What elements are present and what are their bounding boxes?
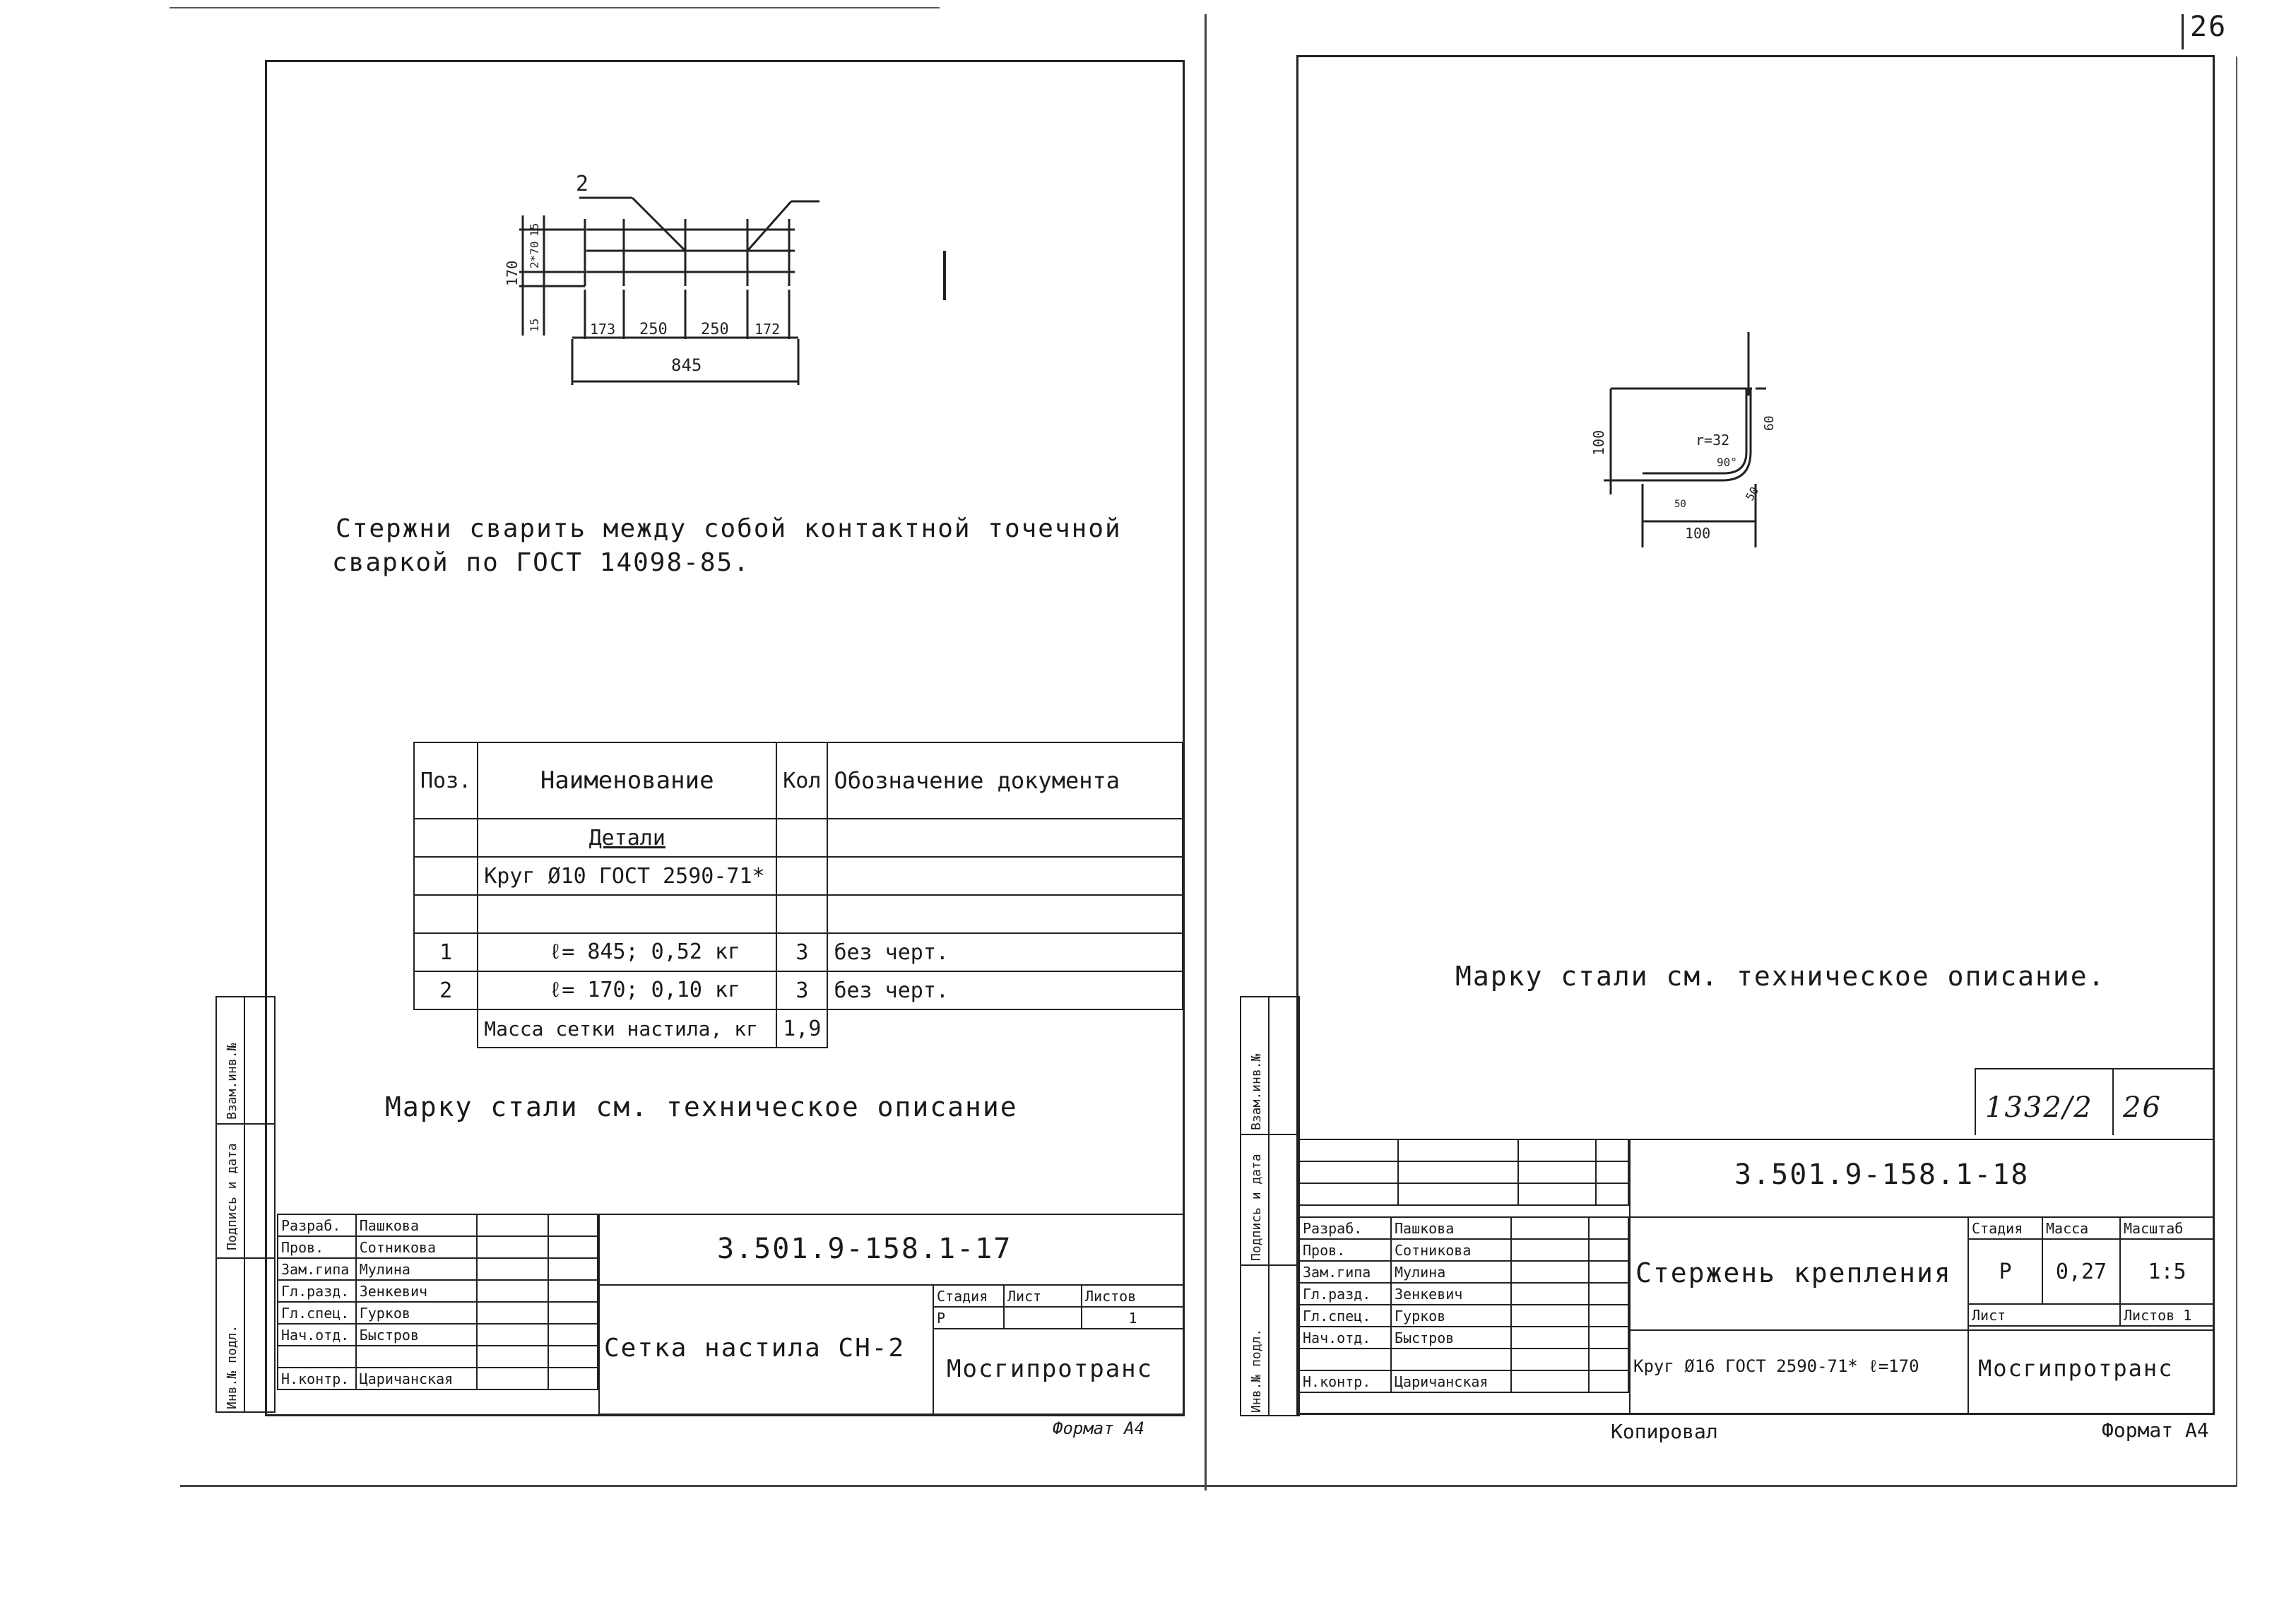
dim-left-2x70: 2*70 [528,241,541,268]
dim-left-170: 170 [504,261,521,286]
bar-drawing: 100 60 r=32 90° 50 100 50 [1590,332,1777,547]
right-stamp-right [1629,1139,2215,1415]
page-number-bar [2182,14,2184,49]
weld-note-line-1: Стержни сварить между собой контактной т… [336,514,1122,543]
dim-bottom-4: 172 [755,321,780,338]
mesh-drawing: 2 1 173 250 250 172 845 170 15 2*70 15 [504,172,819,385]
weld-note-line-2: сваркой по ГОСТ 14098-85. [332,548,750,577]
left-format: Формат А4 [1053,1418,1145,1438]
dim-60: 60 [1762,415,1777,431]
left-doc-title: Сетка настила СН-2 [604,1334,906,1363]
right-stamp-upper-grid [1298,1139,1629,1206]
top-rule [170,7,940,8]
page-number: 26 [2190,11,2227,43]
right-side-label-2: Подпись и дата [1249,1154,1264,1261]
left-org: Мосгипротранс [947,1355,1154,1383]
left-stamp-right [598,1214,1185,1415]
left-side-label-3: Инв.№ подл. [225,1325,239,1409]
left-side-label-1: Взам.инв.№ [225,1043,239,1120]
dim-50-diag: 50 [1743,485,1761,503]
left-sheet-frame [265,60,1185,1416]
dim-50-bottom: 50 [1674,499,1686,510]
spec-header-pos: Поз. [413,742,479,819]
left-side-label-2: Подпись и дата [225,1143,239,1250]
left-steel-note: Марку стали см. техническое описание [385,1091,1018,1122]
spec-row [413,894,1183,934]
dim-left-15a: 15 [528,223,541,237]
right-steel-note: Марку стали см. техническое описание. [1455,961,2106,992]
right-doc-subtitle: Круг Ø16 ГОСТ 2590-71* ℓ=170 [1633,1356,1919,1376]
handwritten-ref-box [1975,1068,2215,1135]
dim-100-horizontal: 100 [1685,525,1710,542]
right-side-label-3: Инв.№ подл. [1249,1328,1264,1413]
dim-bottom-2: 250 [639,321,668,338]
right-side-label-1: Взам.инв.№ [1249,1053,1264,1130]
right-side-strip [1240,996,1300,1416]
spec-header-name: Наименование [477,742,778,819]
handwritten-ref-1: 1332/2 [1985,1091,2093,1124]
handwritten-ref-2: 26 [2123,1091,2162,1124]
dim-angle: 90° [1717,456,1737,469]
stray-mark [943,251,946,300]
right-org: Мосгипротранс [1978,1355,2174,1382]
dim-total: 845 [671,355,702,375]
spec-table: Поз. Наименование Кол Обозначение докуме… [413,742,1183,1048]
dim-left-15b: 15 [528,319,541,332]
spec-header-doc: Обозначение документа [827,742,1183,819]
spec-row-mass: Масса сетки настила, кг 1,9 [414,1009,1183,1048]
bottom-rule [180,1485,2236,1487]
spec-header-qty: Кол [776,742,829,819]
right-format: Формат А4 [2102,1418,2209,1442]
center-divider [1205,14,1207,1491]
spec-row: Круг Ø10 ГОСТ 2590-71* [413,856,1183,896]
dim-bottom-1: 173 [590,321,615,338]
left-doc-code: 3.501.9-158.1-17 [717,1233,1012,1265]
right-edge-rule [2236,57,2237,1487]
spec-section-details: Детали [477,818,778,858]
dim-bottom-3: 250 [701,321,729,338]
right-doc-code: 3.501.9-158.1-18 [1734,1158,2030,1191]
spec-row: Детали [413,818,1183,858]
right-copied: Копировал [1611,1420,1718,1443]
callout-2: 2 [576,172,588,196]
dim-radius: r=32 [1696,432,1729,449]
right-doc-title: Стержень крепления [1635,1257,1952,1288]
left-side-strip [215,996,276,1413]
dim-100-vertical: 100 [1590,430,1607,456]
